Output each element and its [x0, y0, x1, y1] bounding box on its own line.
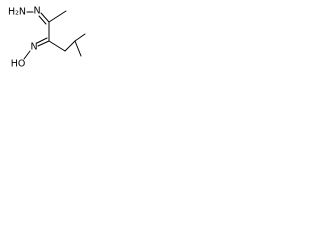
bond-lines [23, 10, 86, 60]
bond-c5-methyl-down [74, 40, 82, 57]
hydrazone-nitrogen-label: N [33, 6, 40, 17]
bond-c2-methyl [48, 10, 67, 23]
bond-c3-n [37, 40, 50, 47]
bond-c4-c5 [64, 40, 76, 52]
oxime-nitrogen-label: N [30, 42, 37, 53]
bond-n-c2 [40, 12, 50, 23]
amino-group-label: H₂N [8, 7, 26, 18]
hydroxyl-group-label: HO [11, 59, 26, 70]
bond-c3-n-double [36, 37, 48, 44]
bond-c5-methyl-up [74, 33, 86, 42]
atom-labels: H₂N N N HO [8, 6, 41, 70]
bond-n-o [23, 50, 31, 60]
bond-c3-c4 [48, 40, 66, 52]
bond-n-c2-double [38, 15, 47, 25]
chemical-structure: H₂N N N HO [8, 6, 86, 70]
